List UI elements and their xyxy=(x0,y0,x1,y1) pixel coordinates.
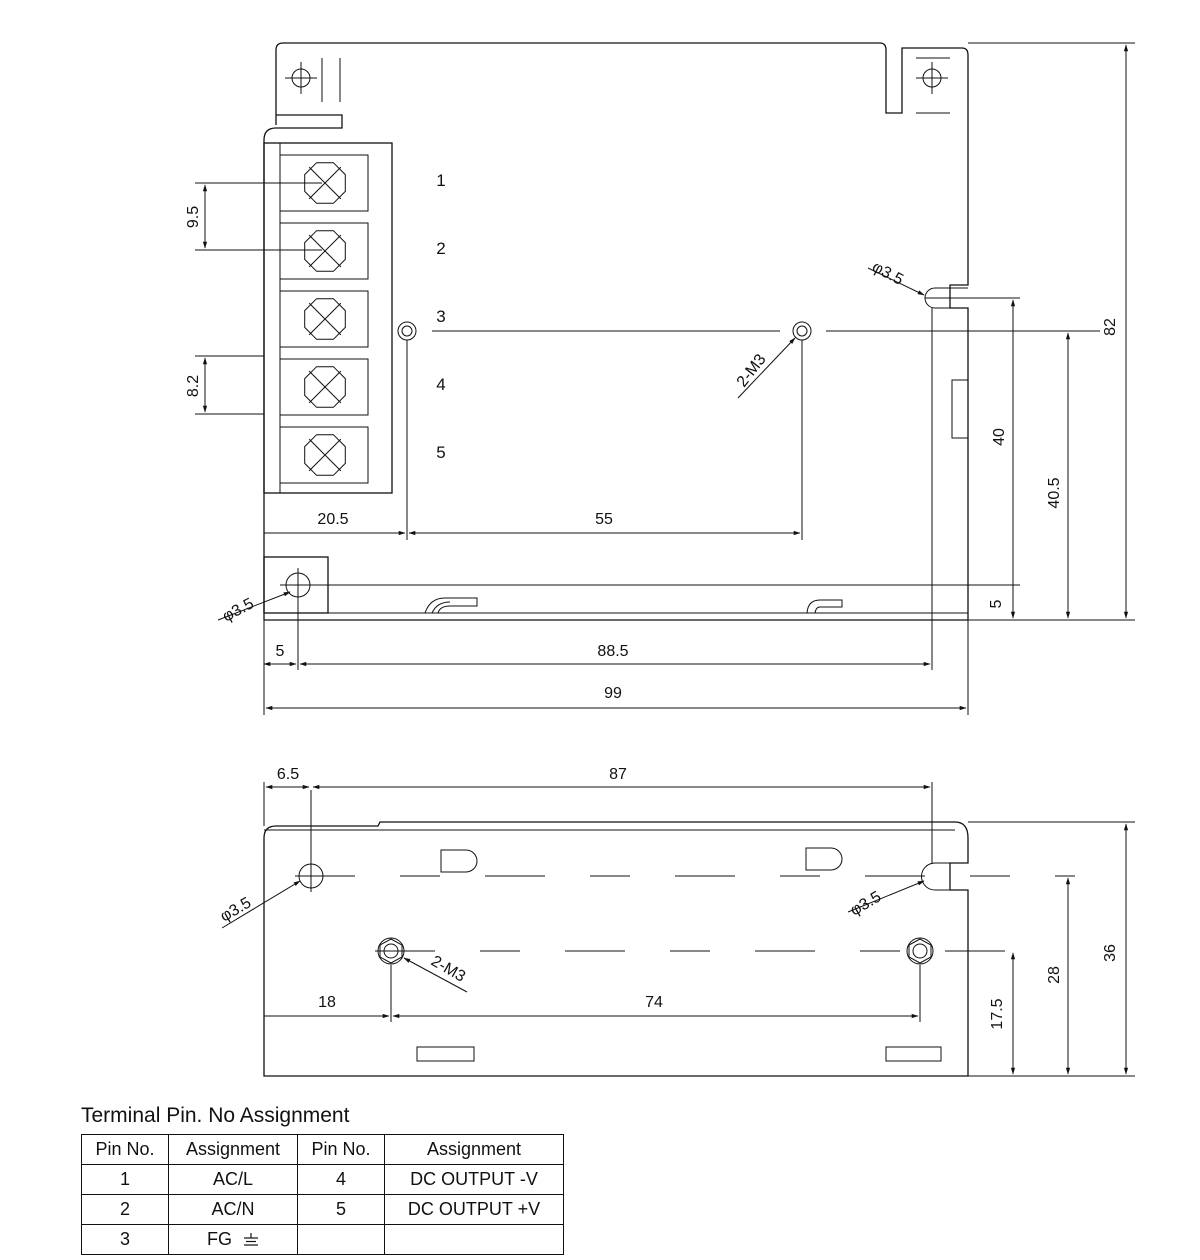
table-header-row: Pin No. Assignment Pin No. Assignment xyxy=(81,1134,564,1165)
dim-5-right: 5 xyxy=(988,599,1005,608)
m3-boss-side-right xyxy=(906,937,934,965)
terminal-screw-4 xyxy=(279,358,369,416)
dim-9-5: 9.5 xyxy=(185,206,202,228)
table-title: Terminal Pin. No Assignment xyxy=(81,1104,350,1127)
callout-side-hole-right: φ3.5 xyxy=(848,888,885,919)
table-cell: AC/N xyxy=(168,1194,298,1225)
pin-number-label: 3 xyxy=(436,307,445,326)
dim-99: 99 xyxy=(604,685,622,702)
fg-label: FG xyxy=(206,1229,232,1249)
dim-6-5: 6.5 xyxy=(277,766,299,783)
mechanical-drawing: 20.5 55 5 88.5 99 9.5 8.2 40 5 40.5 82 φ… xyxy=(185,42,1135,1077)
table-row: 3 FG xyxy=(81,1224,564,1255)
callout-hole-top-right: φ3.5 xyxy=(869,259,906,289)
dim-20-5: 20.5 xyxy=(317,511,348,528)
dim-88-5: 88.5 xyxy=(597,643,628,660)
m3-boss-left xyxy=(397,321,417,341)
dim-40-5: 40.5 xyxy=(1046,477,1063,508)
table-cell: AC/L xyxy=(168,1164,298,1195)
table-cell xyxy=(297,1224,385,1255)
terminal-block xyxy=(263,142,393,494)
dim-8-2: 8.2 xyxy=(185,375,202,397)
table-row: 1 AC/L 4 DC OUTPUT -V xyxy=(81,1164,564,1195)
dim-28: 28 xyxy=(1046,966,1063,984)
callout-hole-bottom-left: φ3.5 xyxy=(220,595,257,625)
dim-36: 36 xyxy=(1102,944,1119,962)
dim-5-left: 5 xyxy=(276,643,285,660)
table-cell: DC OUTPUT +V xyxy=(384,1194,564,1225)
table-cell: 3 xyxy=(81,1224,169,1255)
terminal-pin-table: Pin No. Assignment Pin No. Assignment 1 … xyxy=(81,1134,564,1255)
dim-82: 82 xyxy=(1102,318,1119,336)
terminal-screw-5 xyxy=(279,426,369,484)
callout-side-screw: 2-M3 xyxy=(428,953,468,986)
top-view: 20.5 55 5 88.5 99 9.5 8.2 40 5 40.5 82 φ… xyxy=(185,42,1135,715)
terminal-screw-2 xyxy=(279,222,369,280)
dim-74: 74 xyxy=(645,994,663,1011)
dim-18: 18 xyxy=(318,994,336,1011)
ground-icon xyxy=(244,1233,258,1246)
header-pin-no-2: Pin No. xyxy=(297,1134,385,1165)
table-cell: 1 xyxy=(81,1164,169,1195)
header-pin-no: Pin No. xyxy=(81,1134,169,1165)
pin-number-label: 5 xyxy=(436,443,445,462)
callout-side-hole-left: φ3.5 xyxy=(218,894,255,925)
table-cell xyxy=(384,1224,564,1255)
pin-number-label: 4 xyxy=(436,375,445,394)
dim-87: 87 xyxy=(609,766,627,783)
side-view: 6.5 87 18 74 17.5 28 36 φ3.5 φ3.5 2-M3 xyxy=(218,766,1135,1077)
header-assignment-2: Assignment xyxy=(384,1134,564,1165)
pin-number-label: 2 xyxy=(436,239,445,258)
dim-55: 55 xyxy=(595,511,613,528)
table-cell: 4 xyxy=(297,1164,385,1195)
corner-mount-hole-top-right xyxy=(916,57,950,114)
corner-mount-hole-top-left xyxy=(285,58,341,102)
table-cell: FG xyxy=(168,1224,298,1255)
pin-number-label: 1 xyxy=(436,171,445,190)
header-assignment: Assignment xyxy=(168,1134,298,1165)
table-cell: 5 xyxy=(297,1194,385,1225)
table-cell: 2 xyxy=(81,1194,169,1225)
side-view-outline xyxy=(263,821,969,1077)
table-cell: DC OUTPUT -V xyxy=(384,1164,564,1195)
m3-boss-right xyxy=(792,321,812,341)
top-view-outline xyxy=(263,42,969,621)
table-row: 2 AC/N 5 DC OUTPUT +V xyxy=(81,1194,564,1225)
dim-40: 40 xyxy=(991,428,1008,446)
dim-17-5: 17.5 xyxy=(989,998,1006,1029)
terminal-screw-3 xyxy=(279,290,369,348)
